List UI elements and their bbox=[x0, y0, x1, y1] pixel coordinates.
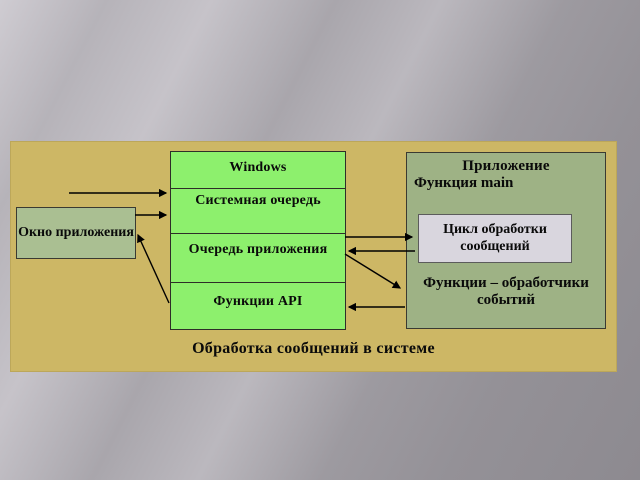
windows-row-system-queue: Системная очередь bbox=[171, 188, 345, 233]
application-box: Приложение Функция main Цикл обработки с… bbox=[406, 152, 606, 329]
slide-diagram-panel: Windows Системная очередь Очередь прилож… bbox=[10, 141, 617, 372]
message-loop-label: Цикл обработки сообщений bbox=[443, 221, 547, 254]
slide-title: Обработка сообщений в системе bbox=[192, 340, 435, 357]
windows-box-header: Windows bbox=[229, 160, 287, 175]
application-title: Приложение bbox=[462, 158, 550, 174]
event-handlers-label: Функции – обработчики событий bbox=[423, 275, 589, 309]
windows-box: Windows Системная очередь Очередь прилож… bbox=[170, 151, 346, 330]
app-window-box: Окно приложения bbox=[16, 207, 136, 259]
windows-row-api-functions: Функции API bbox=[171, 282, 345, 329]
message-loop-box: Цикл обработки сообщений bbox=[418, 214, 572, 263]
app-window-label: Окно приложения bbox=[18, 225, 134, 241]
function-main-label: Функция main bbox=[414, 175, 514, 191]
windows-row-app-queue: Очередь приложения bbox=[171, 233, 345, 282]
